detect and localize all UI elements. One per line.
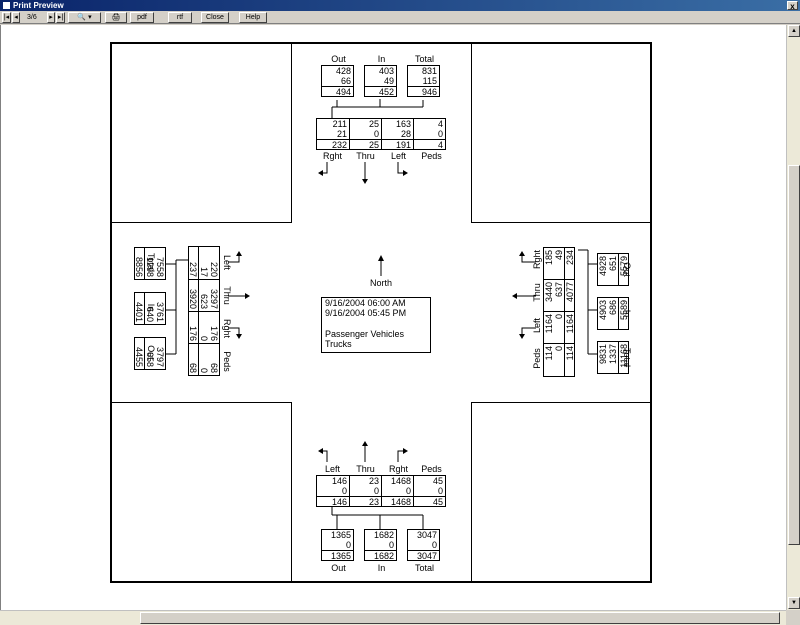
divider bbox=[291, 44, 292, 222]
south-total-label: Total bbox=[414, 563, 434, 573]
divider bbox=[112, 402, 292, 403]
west-arrows bbox=[228, 251, 250, 339]
vehicle-class-1: Passenger Vehicles bbox=[325, 329, 405, 339]
prev-page-button[interactable]: ◂ bbox=[12, 12, 20, 23]
east-arrows bbox=[512, 251, 536, 339]
south-left-label: Left bbox=[324, 464, 340, 474]
south-arrows bbox=[318, 441, 408, 462]
east-connector bbox=[578, 249, 598, 355]
east-total-label: Total bbox=[622, 347, 632, 367]
south-in-label: In bbox=[377, 563, 386, 573]
divider bbox=[471, 222, 650, 223]
south-out-label: Out bbox=[331, 563, 346, 573]
scroll-up-icon[interactable]: ▲ bbox=[788, 25, 800, 37]
north-rght-label: Rght bbox=[322, 151, 342, 161]
north-out-label: Out bbox=[331, 54, 346, 64]
scroll-down-icon[interactable]: ▼ bbox=[788, 597, 800, 609]
print-button[interactable]: 🖨 bbox=[105, 12, 127, 23]
horizontal-scrollbar[interactable] bbox=[0, 610, 786, 625]
north-total-label: Total bbox=[414, 54, 434, 64]
study-info-box: 9/16/2004 06:00 AM 9/16/2004 05:45 PM Pa… bbox=[321, 297, 431, 353]
divider bbox=[471, 402, 650, 403]
help-button[interactable]: Help bbox=[239, 12, 267, 23]
south-connector bbox=[331, 507, 424, 529]
east-in-label: In bbox=[622, 309, 632, 318]
north-arrows bbox=[318, 162, 408, 184]
zoom-dropdown[interactable]: 🔍 ▾ bbox=[68, 12, 101, 23]
south-peds-label: Peds bbox=[421, 464, 442, 474]
divider bbox=[112, 222, 292, 223]
window-title: Print Preview bbox=[13, 1, 64, 10]
horizontal-scroll-thumb[interactable] bbox=[140, 612, 780, 624]
window-close-button[interactable]: x bbox=[787, 1, 798, 11]
north-connector bbox=[331, 99, 424, 118]
east-rght-label: Rght bbox=[532, 250, 542, 270]
page-indicator: 3/6 bbox=[27, 14, 37, 21]
east-peds-label: Peds bbox=[532, 348, 542, 369]
vehicle-class-2: Trucks bbox=[325, 339, 352, 349]
south-thru-label: Thru bbox=[356, 464, 375, 474]
north-label: North bbox=[369, 278, 392, 288]
north-in-label: In bbox=[377, 54, 386, 64]
window-titlebar: Print Preview x bbox=[0, 0, 800, 11]
divider bbox=[471, 402, 472, 581]
divider bbox=[291, 402, 292, 581]
pdf-export-button[interactable]: pdf bbox=[130, 12, 154, 23]
toolbar: |◂ ◂ 3/6 ▸ ▸| 🔍 ▾ 🖨 pdf rtf Close Help bbox=[0, 11, 800, 24]
west-connector bbox=[166, 259, 188, 355]
scrollbar-corner bbox=[786, 610, 800, 625]
rtf-export-button[interactable]: rtf bbox=[168, 12, 192, 23]
app-icon bbox=[3, 2, 10, 9]
close-button[interactable]: Close bbox=[201, 12, 229, 23]
north-left-label: Left bbox=[390, 151, 406, 161]
vertical-scrollbar[interactable]: ▲ ▼ bbox=[786, 25, 800, 610]
divider bbox=[471, 44, 472, 222]
west-peds-label: Peds bbox=[222, 351, 232, 372]
east-left-label: Left bbox=[532, 318, 542, 334]
first-page-button[interactable]: |◂ bbox=[2, 12, 11, 23]
north-peds-label: Peds bbox=[421, 151, 442, 161]
north-thru-label: Thru bbox=[356, 151, 375, 161]
last-page-button[interactable]: ▸| bbox=[56, 12, 65, 23]
north-arrow-icon bbox=[378, 255, 384, 276]
end-datetime: 9/16/2004 05:45 PM bbox=[325, 308, 407, 318]
south-rght-label: Rght bbox=[388, 464, 408, 474]
vertical-scroll-thumb[interactable] bbox=[788, 165, 800, 545]
east-out-label: Out bbox=[622, 262, 632, 277]
next-page-button[interactable]: ▸ bbox=[47, 12, 55, 23]
start-datetime: 9/16/2004 06:00 AM bbox=[325, 298, 406, 308]
east-thru-label: Thru bbox=[532, 283, 542, 302]
